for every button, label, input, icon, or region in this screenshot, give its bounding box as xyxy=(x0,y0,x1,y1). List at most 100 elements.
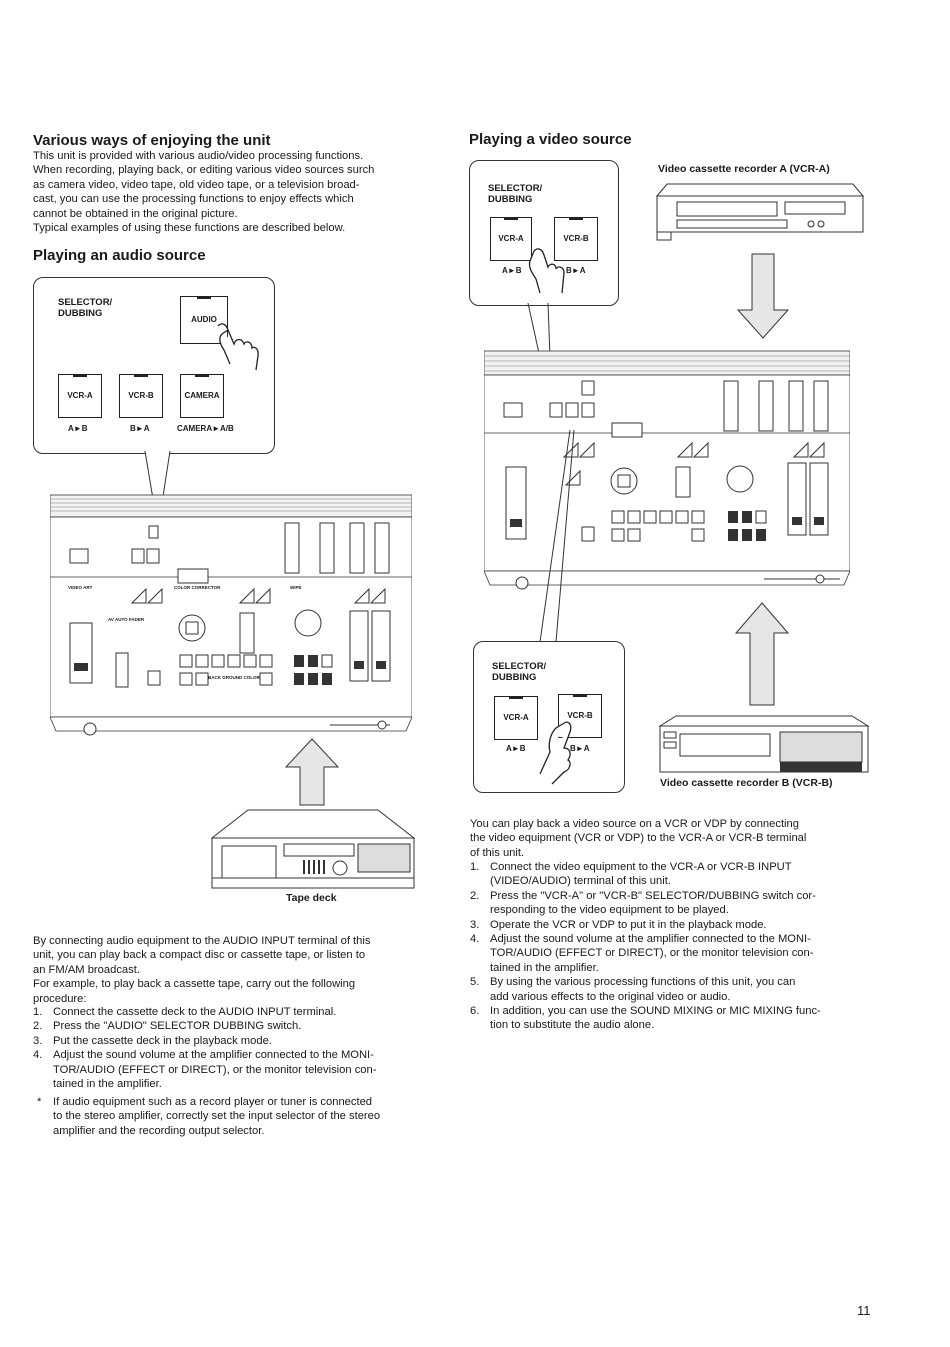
step-text: tained in the amplifier. xyxy=(490,961,599,974)
signal-down-arrow xyxy=(736,253,790,339)
body-line: an FM/AM broadcast. xyxy=(33,963,140,976)
heading-various-ways: Various ways of enjoying the unit xyxy=(33,132,271,149)
vcr-b-switch[interactable]: VCR-B xyxy=(554,217,598,261)
note-line: If audio equipment such as a record play… xyxy=(53,1096,373,1108)
procedure-step: 6. In addition, you can use the SOUND MI… xyxy=(470,1004,870,1033)
video-body-text: You can play back a video source on a VC… xyxy=(470,817,870,860)
switch-indicator xyxy=(134,374,148,377)
procedure-step: 3. Put the cassette deck in the playback … xyxy=(33,1034,443,1048)
av-processor-front-panel xyxy=(484,350,850,590)
step-text: By using the various processing function… xyxy=(490,976,796,989)
step-text: TOR/AUDIO (EFFECT or DIRECT), or the mon… xyxy=(53,1063,377,1076)
vcr-b-caption: Video cassette recorder B (VCR-B) xyxy=(660,777,833,789)
video-procedure-list: 1. Connect the video equipment to the VC… xyxy=(470,860,870,1033)
procedure-step: 2. Press the "AUDIO" SELECTOR DUBBING swi… xyxy=(33,1019,443,1033)
pressing-hand-icon xyxy=(539,721,572,785)
b-to-a-label: B►A xyxy=(130,424,150,433)
panel-label-video-art: VIDEO ART xyxy=(68,585,93,590)
step-text: Connect the video equipment to the VCR-A… xyxy=(490,861,792,873)
body-line: You can play back a video source on a VC… xyxy=(470,818,799,830)
vcr-b-switch[interactable]: VCR-B xyxy=(119,374,163,418)
step-number: 3. xyxy=(33,1034,43,1047)
vcr-b-illustration xyxy=(658,715,870,773)
audio-switch[interactable]: AUDIO xyxy=(180,296,228,344)
selector-label-line2: DUBBING xyxy=(58,308,103,319)
step-number: 5. xyxy=(470,976,480,989)
audio-body-text: By connecting audio equipment to the AUD… xyxy=(33,934,443,1006)
vcr-a-switch[interactable]: VCR-A xyxy=(490,217,532,261)
switch-indicator xyxy=(504,217,518,220)
signal-up-arrow xyxy=(734,602,790,706)
step-number: 4. xyxy=(470,933,480,946)
procedure-step: 5. By using the various processing funct… xyxy=(470,975,870,1004)
callout-pointer-bottom xyxy=(539,430,575,643)
step-text: Put the cassette deck in the playback mo… xyxy=(53,1034,272,1047)
step-text: Press the "AUDIO" SELECTOR DUBBING switc… xyxy=(53,1020,302,1033)
audio-note: * If audio equipment such as a record pl… xyxy=(33,1095,443,1138)
body-line: of this unit. xyxy=(470,846,525,859)
page-number: 11 xyxy=(857,1303,871,1318)
selector-label: SELECTOR/ DUBBING xyxy=(488,183,542,205)
vcr-a-switch-label: VCR-A xyxy=(67,391,93,400)
av-processor-front-panel xyxy=(50,494,412,736)
step-number: 2. xyxy=(33,1020,43,1033)
panel-label-color-corrector: COLOR CORRECTOR xyxy=(174,585,221,590)
step-text: Adjust the sound volume at the amplifier… xyxy=(490,933,811,946)
note-line: amplifier and the recording output selec… xyxy=(53,1124,265,1137)
video-selector-callout-bottom: SELECTOR/ DUBBING VCR-A VCR-B A►B B►A xyxy=(473,641,625,793)
selector-label-line2: DUBBING xyxy=(492,672,537,683)
camera-switch[interactable]: CAMERA xyxy=(180,374,224,418)
step-text: Connect the cassette deck to the AUDIO I… xyxy=(53,1006,337,1018)
b-to-a-label: B►A xyxy=(570,744,590,753)
heading-playing-video: Playing a video source xyxy=(469,131,632,148)
step-text: tion to substitute the audio alone. xyxy=(490,1019,655,1032)
switch-indicator xyxy=(569,217,583,220)
switch-indicator xyxy=(573,694,587,697)
vcr-a-switch[interactable]: VCR-A xyxy=(494,696,538,740)
selector-label: SELECTOR/ DUBBING xyxy=(58,297,112,319)
step-text: add various effects to the original vide… xyxy=(490,990,731,1003)
effect-buttons-row1 xyxy=(179,654,333,668)
intro-line: When recording, playing back, or editing… xyxy=(33,164,375,177)
camera-to-ab-label: CAMERA►A/B xyxy=(177,424,234,433)
switch-indicator xyxy=(197,296,211,299)
vcr-a-switch[interactable]: VCR-A xyxy=(58,374,102,418)
step-text: responding to the video equipment to be … xyxy=(490,904,729,917)
body-line: the video equipment (VCR or VDP) to the … xyxy=(470,832,807,845)
step-number: 6. xyxy=(470,1005,480,1018)
selector-label-line1: SELECTOR/ xyxy=(488,183,543,194)
step-text: Operate the VCR or VDP to put it in the … xyxy=(490,918,767,931)
a-to-b-label: A►B xyxy=(68,424,88,433)
b-to-a-label: B►A xyxy=(566,266,586,275)
vcr-b-switch-label: VCR-B xyxy=(567,711,593,720)
panel-label-av-auto-fader: AV AUTO FADER xyxy=(108,617,145,622)
step-text: (VIDEO/AUDIO) terminal of this unit. xyxy=(490,875,671,888)
intro-line: cast, you can use the processing functio… xyxy=(33,193,354,206)
body-line: procedure: xyxy=(33,992,87,1005)
panel-top-lid xyxy=(50,494,412,518)
heading-playing-audio: Playing an audio source xyxy=(33,247,206,264)
step-number: 2. xyxy=(470,889,480,902)
procedure-step: 1. Connect the video equipment to the VC… xyxy=(470,860,870,889)
vcr-b-switch[interactable]: VCR-B xyxy=(558,694,602,738)
vcr-b-switch-label: VCR-B xyxy=(563,234,589,243)
note-bullet: * xyxy=(37,1096,42,1108)
intro-line: This unit is provided with various audio… xyxy=(33,150,364,162)
step-number: 1. xyxy=(33,1006,43,1018)
tape-deck-caption: Tape deck xyxy=(286,892,337,904)
step-text: tained in the amplifier. xyxy=(53,1078,162,1091)
panel-label-back-ground-color: BACK GROUND COLOR xyxy=(208,675,260,680)
camera-switch-label: CAMERA xyxy=(184,391,220,400)
pressing-hand-icon xyxy=(528,248,565,294)
step-text: Adjust the sound volume at the amplifier… xyxy=(53,1049,374,1062)
selector-label: SELECTOR/ DUBBING xyxy=(492,661,546,683)
effect-buttons-row2 xyxy=(611,528,766,542)
intro-line: as camera video, video tape, old video t… xyxy=(33,178,360,191)
effect-buttons-row2 xyxy=(179,672,332,686)
body-line: unit, you can play back a compact disc o… xyxy=(33,949,366,962)
step-text: TOR/AUDIO (EFFECT or DIRECT), or the mon… xyxy=(490,947,814,960)
switch-indicator xyxy=(73,374,87,377)
intro-line: cannot be obtained in the original pictu… xyxy=(33,207,238,220)
vcr-a-switch-label: VCR-A xyxy=(503,713,529,722)
tape-deck-illustration xyxy=(210,809,416,889)
